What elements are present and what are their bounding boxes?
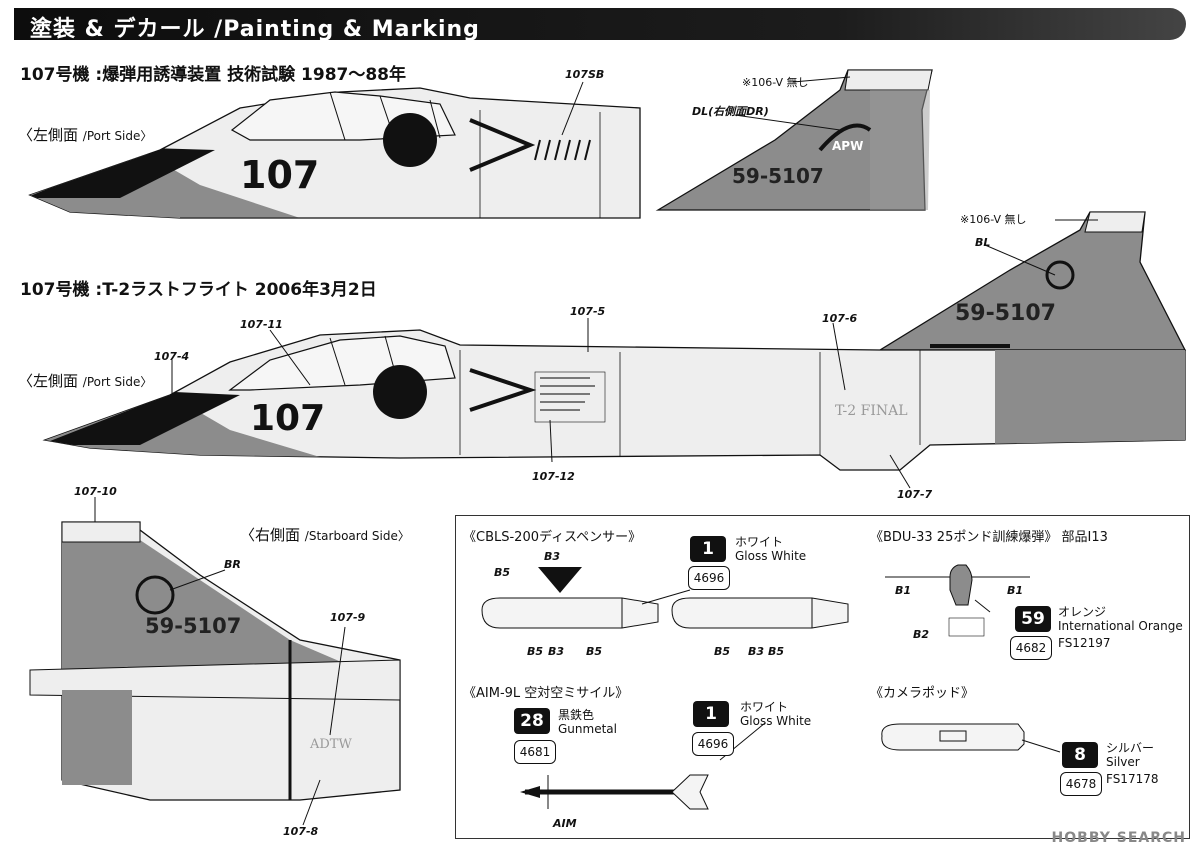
label-aim: AIM xyxy=(553,817,577,830)
note-106v-1: ※106-V 無し xyxy=(742,76,809,89)
leader-lines xyxy=(94,76,1098,826)
nose-number-2: 107 xyxy=(250,398,325,439)
drawing3-starboard: 59-5107 ADTW xyxy=(29,521,401,801)
label-b3-b: B3 xyxy=(548,645,565,658)
paint-guide-box xyxy=(455,515,1190,839)
callout-107-5: 107-5 xyxy=(570,305,606,318)
label-b3-a: B3 xyxy=(544,550,561,563)
inset-drawings xyxy=(481,564,1061,810)
callout-107-12: 107-12 xyxy=(532,470,575,483)
tail-number-3: 59-5107 xyxy=(145,614,241,638)
label-b5-c: B5 xyxy=(586,645,603,658)
label-b3-c: B3 xyxy=(748,645,765,658)
section2-title: 107号機 :T-2ラストフライト 2006年3月2日 xyxy=(20,280,377,300)
callout-107-7: 107-7 xyxy=(897,488,933,501)
callout-107-10: 107-10 xyxy=(74,485,117,498)
label-b5-d: B5 xyxy=(714,645,731,658)
callout-107-6: 107-6 xyxy=(822,312,858,325)
inset-aim-title: 《AIM-9L 空対空ミサイル》 xyxy=(463,686,629,701)
callout-107-8: 107-8 xyxy=(283,825,319,838)
drawing1-tail: APW 59-5107 xyxy=(655,69,933,211)
starboard-label: 〈右側面 /Starboard Side〉 xyxy=(240,526,410,544)
label-b2: B2 xyxy=(913,628,930,641)
tail-number-2: 59-5107 xyxy=(955,301,1056,326)
note-106v-2: ※106-V 無し xyxy=(960,213,1027,226)
port-label-1: 〈左側面 /Port Side〉 xyxy=(18,126,153,144)
watermark: HOBBY SEARCH xyxy=(1051,830,1186,846)
adtw-text: ADTW xyxy=(309,737,352,752)
dl-callout: DL(右側面DR) xyxy=(692,105,769,118)
header-bar: 塗装 & デカール /Painting & Marking xyxy=(14,8,1186,42)
callout-bl: BL xyxy=(975,236,991,249)
callout-107-9: 107-9 xyxy=(330,611,366,624)
tail-logo-1: APW xyxy=(832,139,863,153)
label-b1-a: B1 xyxy=(895,584,912,597)
label-b5-a: B5 xyxy=(494,566,511,579)
callout-107-4: 107-4 xyxy=(154,350,190,363)
page-title: 塗装 & デカール /Painting & Marking xyxy=(30,17,480,42)
label-b1-b: B1 xyxy=(1007,584,1024,597)
section1-title: 107号機 :爆弾用誘導装置 技術試験 1987〜88年 xyxy=(20,65,407,85)
port-label-2: 〈左側面 /Port Side〉 xyxy=(18,372,153,390)
label-b5-b: B5 xyxy=(527,645,544,658)
drawing2-fuselage: 107 T-2 FINAL 59-5107 xyxy=(42,211,1187,471)
tail-number-1: 59-5107 xyxy=(732,164,824,188)
label-b5-e: B5 xyxy=(768,645,785,658)
final-text: T-2 FINAL xyxy=(835,403,908,419)
callout-107-11: 107-11 xyxy=(240,318,283,331)
callout-107sb: 107SB xyxy=(565,68,605,81)
callout-br: BR xyxy=(224,558,241,571)
inset-bdu-title: 《BDU-33 25ポンド訓練爆弾》 部品I13 xyxy=(870,530,1108,545)
inset-cbls-title: 《CBLS-200ディスペンサー》 xyxy=(463,530,642,545)
drawing1-nose: 107 xyxy=(28,87,641,219)
inset-camera-title: 《カメラポッド》 xyxy=(870,686,975,701)
nose-number-1: 107 xyxy=(240,153,319,197)
